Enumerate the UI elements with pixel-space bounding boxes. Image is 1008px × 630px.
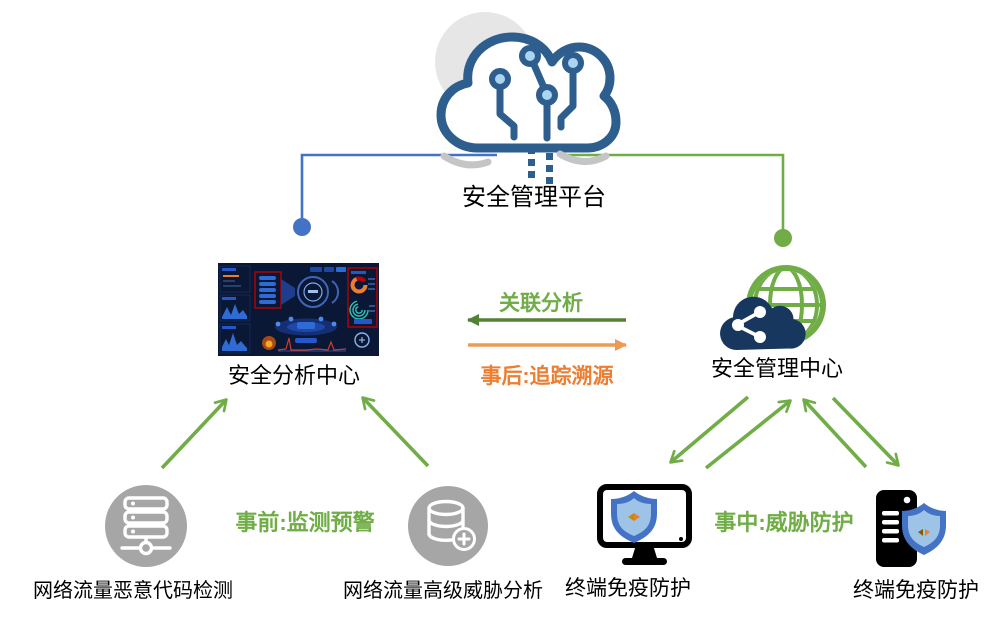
circuit-dashes bbox=[528, 147, 553, 184]
monitor-shield-icon bbox=[597, 484, 692, 565]
database-plus-icon bbox=[408, 486, 488, 566]
arrow-threat-to-analysis bbox=[361, 396, 430, 468]
shield bbox=[902, 503, 946, 555]
connector-platform-to-management bbox=[565, 153, 785, 231]
shield bbox=[611, 491, 657, 543]
analysis-center-label: 安全分析中心 bbox=[227, 363, 361, 388]
circuit-nodes bbox=[489, 45, 584, 106]
dashboard-left-column bbox=[219, 265, 251, 354]
post-event-trace-label: 事后:追踪溯源 bbox=[480, 365, 614, 388]
malicious-code-label: 网络流量恶意代码检测 bbox=[33, 580, 233, 602]
globe-share-cloud-icon bbox=[720, 265, 826, 350]
correlation-analysis-label: 关联分析 bbox=[499, 292, 583, 315]
cloud-swooshes bbox=[440, 150, 610, 169]
management-center-label: 安全管理中心 bbox=[710, 356, 844, 381]
connector-green-dot bbox=[774, 229, 792, 247]
dashboard-right-column bbox=[347, 267, 378, 348]
arrow-endpoint1-to-management bbox=[704, 399, 792, 470]
pre-event-label: 事前:监测预警 bbox=[235, 510, 375, 535]
threat-analysis-label: 网络流量高级威胁分析 bbox=[343, 580, 543, 602]
share-icon bbox=[732, 306, 766, 343]
tower-shield-icon bbox=[876, 490, 946, 567]
endpoint-left-label: 终端免疫防护 bbox=[565, 577, 691, 600]
database-glyph bbox=[427, 499, 476, 551]
connector-platform-to-analysis bbox=[300, 153, 497, 221]
server-glyph bbox=[120, 496, 172, 556]
tower-body bbox=[876, 490, 917, 567]
dashboard-center bbox=[254, 267, 347, 352]
connector-blue-dot bbox=[293, 218, 311, 236]
in-event-label: 事中:威胁防护 bbox=[714, 510, 854, 535]
security-dashboard-screenshot bbox=[218, 263, 379, 356]
circuit-cloud-icon bbox=[435, 12, 621, 184]
arrow-management-to-endpoint2 bbox=[831, 396, 900, 467]
server-rack-icon bbox=[105, 485, 187, 567]
arrow-management-to-endpoint1 bbox=[669, 395, 750, 464]
endpoint-right-label: 终端免疫防护 bbox=[853, 579, 979, 602]
arrow-malicious-to-analysis bbox=[160, 398, 228, 470]
arrow-endpoint2-to-management bbox=[802, 398, 868, 469]
platform-label: 安全管理平台 bbox=[462, 184, 606, 211]
share-cloud bbox=[720, 296, 806, 350]
